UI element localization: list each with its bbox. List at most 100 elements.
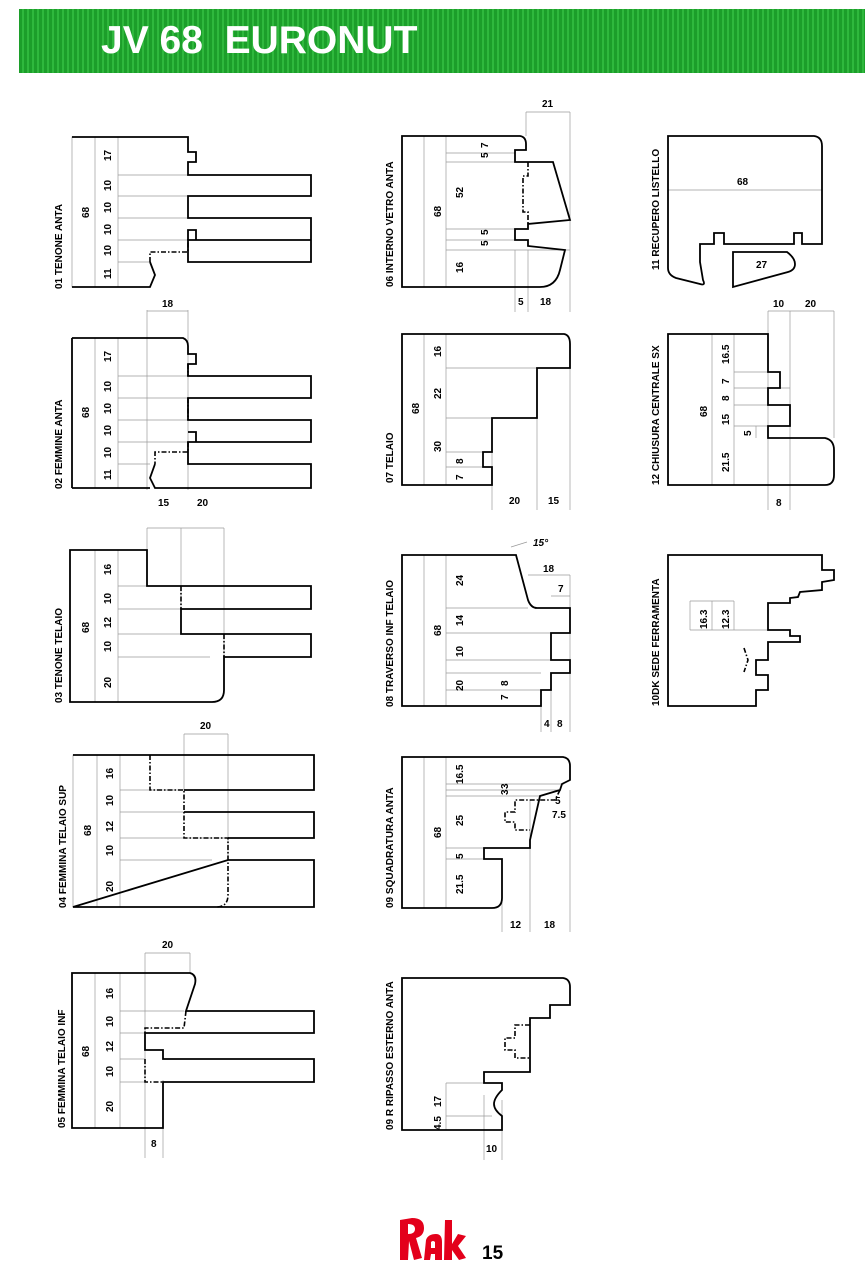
dim-24: 24 xyxy=(455,574,466,586)
dim-18: 18 xyxy=(162,299,174,310)
profile-02-label: 02 FEMMINE ANTA xyxy=(54,400,65,489)
profile-07-label: 07 TELAIO xyxy=(385,432,396,483)
dim-20: 20 xyxy=(455,679,466,691)
profile-01-label: 01 TENONE ANTA xyxy=(54,204,65,289)
dim-20-top: 20 xyxy=(200,721,212,732)
dim-52: 52 xyxy=(455,186,466,198)
dim-10: 10 xyxy=(103,592,114,604)
dim-8-bottom: 8 xyxy=(557,719,563,730)
dim-4-bottom: 4 xyxy=(544,719,550,730)
dim-16-5: 16.5 xyxy=(455,764,466,784)
profile-05-label: 05 FEMMINA TELAIO INF xyxy=(57,1009,68,1128)
dim-10: 10 xyxy=(103,402,114,414)
profile-12-label: 12 CHIUSURA CENTRALE SX xyxy=(651,345,662,485)
dim-angle-15: 15° xyxy=(533,538,549,549)
dim-68: 68 xyxy=(81,406,92,418)
profile-06-label: 06 INTERNO VETRO ANTA xyxy=(385,161,396,287)
profile-03-label: 03 TENONE TELAIO xyxy=(54,608,65,703)
dim-7: 7 xyxy=(480,142,491,148)
dim-68: 68 xyxy=(433,624,444,636)
dim-68: 68 xyxy=(81,206,92,218)
dim-68: 68 xyxy=(737,177,749,188)
dim-20: 20 xyxy=(103,676,114,688)
dim-16: 16 xyxy=(103,563,114,575)
profile-11-label: 11 RECUPERO LISTELLO xyxy=(651,149,662,270)
dim-8: 8 xyxy=(500,680,511,686)
dim-68: 68 xyxy=(81,621,92,633)
profile-08-traverso-inf-telaio: 08 TRAVERSO INF TELAIO 68 24 14 10 20 7 … xyxy=(385,538,571,732)
dim-12: 12 xyxy=(103,616,114,628)
profile-10dk-sede-ferramenta: 10DK SEDE FERRAMENTA 16.3 12.3 xyxy=(651,554,835,707)
dim-5: 5 xyxy=(480,152,491,158)
profile-06-interno-vetro-anta: 06 INTERNO VETRO ANTA 68 52 16 5 7 5 5 2… xyxy=(385,99,572,312)
profile-11-recupero-listello: 11 RECUPERO LISTELLO 68 27 xyxy=(651,135,823,289)
dim-10: 10 xyxy=(103,201,114,213)
dim-16-5: 16.5 xyxy=(721,344,732,364)
dim-21-5: 21.5 xyxy=(721,452,732,472)
profile-09r-ripasso-esterno-anta: 09 R RIPASSO ESTERNO ANTA 17 4.5 10 xyxy=(385,977,571,1160)
dim-8: 8 xyxy=(721,395,732,401)
profile-04-femmina-telaio-sup: 04 FEMMINA TELAIO SUP 68 16 10 12 10 20 … xyxy=(58,721,315,908)
dim-21: 21 xyxy=(542,99,554,110)
dim-68: 68 xyxy=(411,402,422,414)
profile-01-tenone-anta: 01 TENONE ANTA 68 17 10 10 10 10 11 xyxy=(54,136,312,289)
dim-5: 5 xyxy=(743,430,754,436)
dim-20-top: 20 xyxy=(805,299,817,310)
dim-7: 7 xyxy=(455,474,466,480)
dim-16: 16 xyxy=(433,345,444,357)
dim-5: 5 xyxy=(480,229,491,235)
dim-16: 16 xyxy=(105,987,116,999)
dim-17: 17 xyxy=(103,350,114,362)
dim-16: 16 xyxy=(105,767,116,779)
profile-02-femmine-anta: 02 FEMMINE ANTA 68 17 10 10 10 10 11 18 … xyxy=(54,299,312,509)
dim-10: 10 xyxy=(105,1065,116,1077)
dim-10-bottom: 10 xyxy=(486,1144,498,1155)
dim-10: 10 xyxy=(103,223,114,235)
dim-10: 10 xyxy=(103,244,114,256)
dim-10: 10 xyxy=(455,645,466,657)
dim-17: 17 xyxy=(433,1095,444,1107)
dim-3: 3 xyxy=(500,789,511,795)
dim-10-top: 10 xyxy=(773,299,785,310)
dim-10: 10 xyxy=(105,794,116,806)
dim-14: 14 xyxy=(455,614,466,626)
dim-16: 16 xyxy=(455,261,466,273)
dim-5: 5 xyxy=(480,240,491,246)
dim-10: 10 xyxy=(103,380,114,392)
page-title: JV 68 EURONUT xyxy=(101,19,418,62)
dim-12: 12 xyxy=(105,820,116,832)
dim-15: 15 xyxy=(158,498,170,509)
dim-11: 11 xyxy=(103,469,114,480)
dim-17: 17 xyxy=(103,149,114,161)
profile-08-label: 08 TRAVERSO INF TELAIO xyxy=(385,580,396,707)
dim-8: 8 xyxy=(455,458,466,464)
dim-12-3: 12.3 xyxy=(721,609,732,629)
dim-10: 10 xyxy=(103,446,114,458)
profile-03-tenone-telaio: 03 TENONE TELAIO 68 16 10 12 10 20 xyxy=(54,527,312,703)
dim-7-top: 7 xyxy=(558,584,564,595)
dim-20-top: 20 xyxy=(162,940,174,951)
title-banner: JV 68 EURONUT xyxy=(19,9,865,73)
dim-10: 10 xyxy=(103,179,114,191)
brand-logo xyxy=(400,1218,466,1260)
dim-68: 68 xyxy=(433,826,444,838)
dim-10: 10 xyxy=(103,424,114,436)
dim-5-bottom: 5 xyxy=(518,297,524,308)
dim-15: 15 xyxy=(721,413,732,425)
dim-10: 10 xyxy=(103,640,114,652)
dim-5: 5 xyxy=(455,853,466,859)
profile-07-telaio: 07 TELAIO 68 16 22 30 7 8 20 15 xyxy=(385,333,571,510)
dim-20: 20 xyxy=(105,880,116,892)
dim-18-top: 18 xyxy=(543,564,555,575)
dim-68: 68 xyxy=(433,205,444,217)
profile-04-label: 04 FEMMINA TELAIO SUP xyxy=(58,785,69,908)
dim-22: 22 xyxy=(433,387,444,399)
profile-09r-label: 09 R RIPASSO ESTERNO ANTA xyxy=(385,981,396,1130)
dim-8: 8 xyxy=(151,1139,157,1150)
dim-20-bottom: 20 xyxy=(509,496,521,507)
dim-11: 11 xyxy=(103,268,114,279)
dim-12-bottom: 12 xyxy=(510,920,522,931)
profile-10dk-label: 10DK SEDE FERRAMENTA xyxy=(651,578,662,706)
dim-68: 68 xyxy=(699,405,710,417)
dim-20: 20 xyxy=(197,498,209,509)
